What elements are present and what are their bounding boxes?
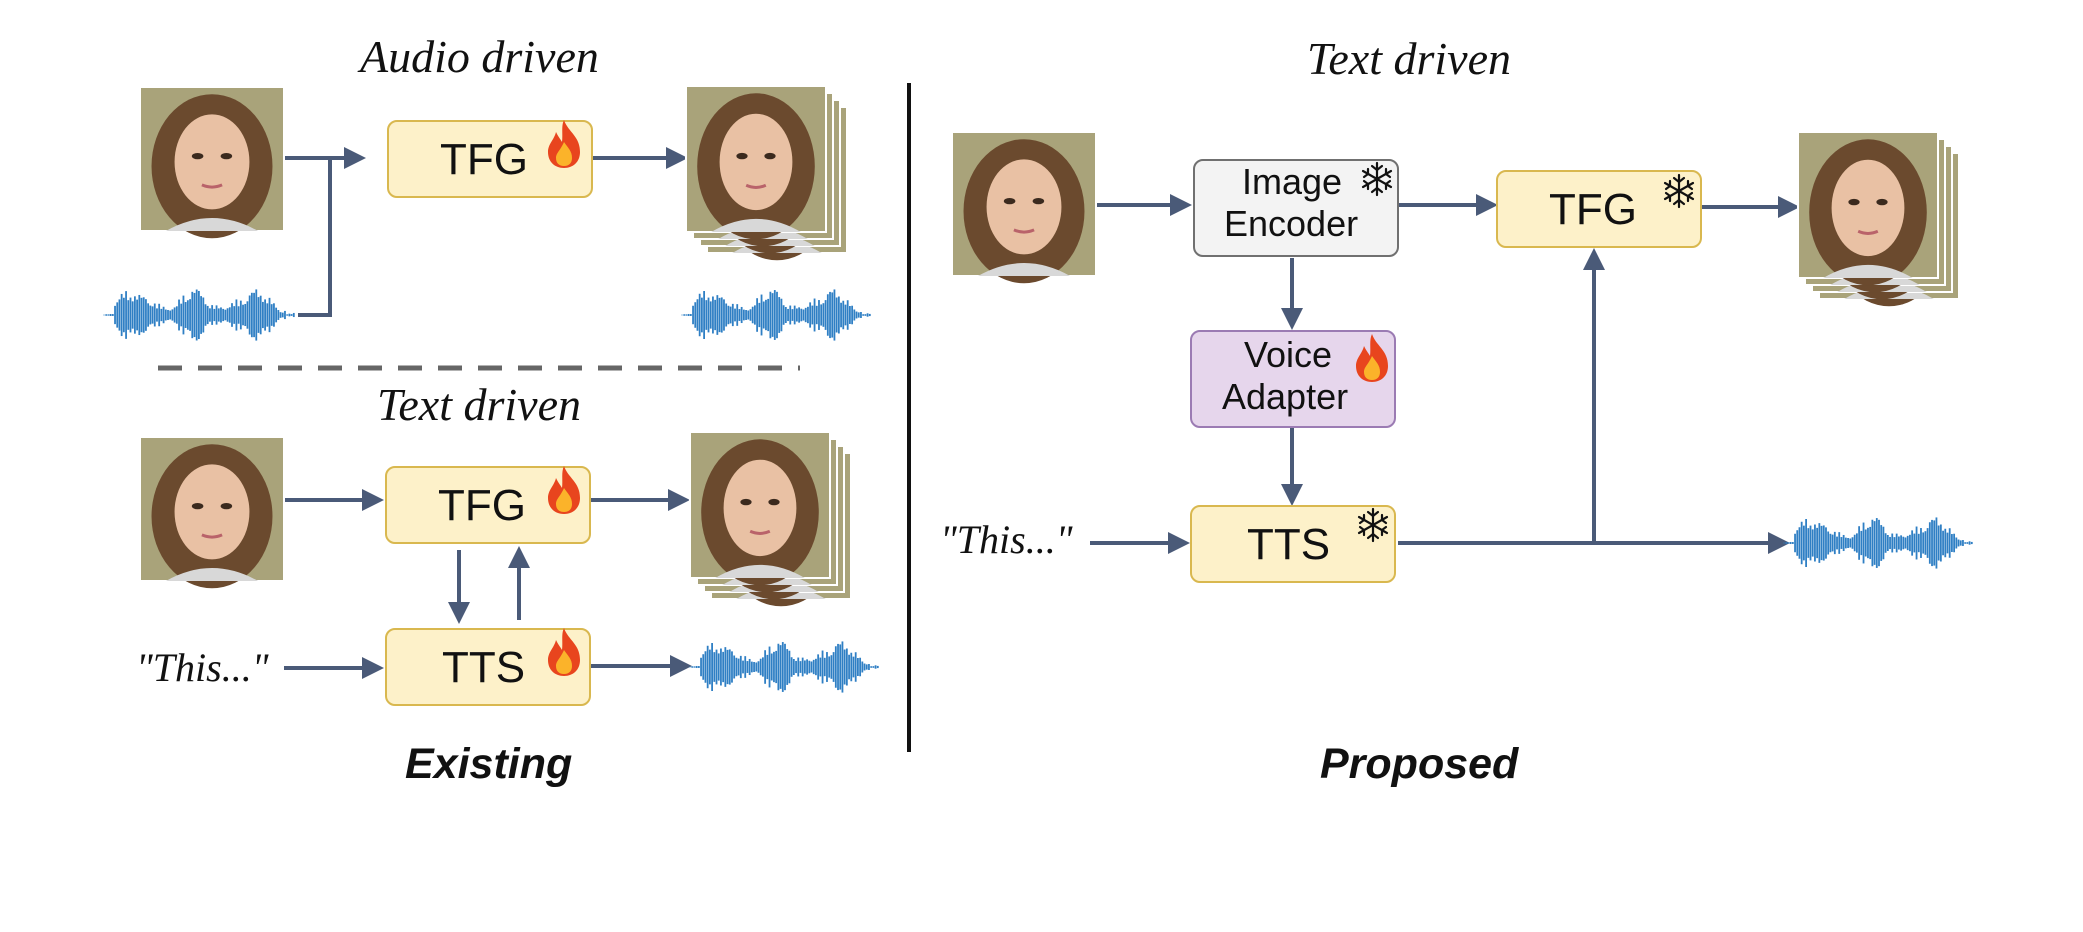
mouth-shape: [201, 533, 223, 539]
eye-shape: [191, 152, 204, 160]
tts-label: TTS: [1247, 520, 1331, 569]
tts-label: TTS: [442, 643, 526, 692]
eye-shape: [1032, 197, 1045, 205]
snowflake-icon: [1358, 160, 1396, 203]
eye-shape: [191, 502, 204, 510]
shoulder-shape: [165, 568, 259, 581]
label-proposed: Proposed: [1320, 740, 1519, 788]
face-shape: [1831, 159, 1905, 257]
mouth-shape: [1013, 228, 1035, 234]
voice-adapter-label-line1: Voice: [1244, 334, 1333, 375]
voice-adapter-label-line2: Adapter: [1222, 376, 1349, 417]
audio-waveform: [681, 289, 871, 341]
face-shape: [986, 159, 1062, 255]
fire-icon: [542, 464, 586, 521]
mouth-shape: [745, 183, 767, 189]
video-frames-stack: [1797, 131, 1960, 307]
eye-shape: [1003, 197, 1016, 205]
fire-icon: [1350, 332, 1394, 389]
video-frames-stack: [685, 85, 848, 261]
image-encoder-label-line1: Image: [1242, 161, 1343, 202]
tfg-module-proposed: [1496, 170, 1702, 248]
shoulder-shape: [977, 263, 1071, 276]
video-frames-stack: [689, 431, 852, 607]
eye-shape: [1876, 198, 1888, 206]
face-shape: [719, 113, 793, 211]
text-input-quote-existing: "This...": [136, 645, 269, 690]
face-shape: [723, 459, 797, 557]
tfg-label: TFG: [1549, 185, 1637, 234]
face-shape: [174, 464, 250, 560]
title-audio-driven: Audio driven: [360, 31, 599, 82]
arrow-audio-to-tfg: [298, 158, 332, 317]
fire-icon: [542, 626, 586, 683]
label-existing: Existing: [405, 740, 573, 788]
eye-shape: [220, 152, 233, 160]
eye-shape: [768, 498, 780, 506]
face-image: [139, 436, 285, 589]
face-image: [139, 86, 285, 239]
eye-shape: [220, 502, 233, 510]
tfg-label: TFG: [438, 481, 526, 530]
eye-shape: [736, 152, 748, 160]
eye-shape: [1848, 198, 1860, 206]
image-encoder-label-line2: Encoder: [1224, 203, 1359, 244]
shoulder-shape: [715, 564, 805, 578]
fire-icon: [542, 118, 586, 175]
eye-shape: [764, 152, 776, 160]
tts-module-existing: [385, 628, 591, 706]
tfg-label: TFG: [440, 135, 528, 184]
face-shape: [174, 114, 250, 210]
audio-waveform: [103, 289, 295, 341]
shoulder-shape: [165, 218, 259, 231]
text-input-quote-proposed: "This...": [940, 517, 1073, 562]
shoulder-shape: [1823, 264, 1913, 278]
title-text-driven-proposed: Text driven: [1307, 33, 1511, 84]
mouth-shape: [201, 183, 223, 189]
shoulder-shape: [711, 218, 801, 232]
eye-shape: [740, 498, 752, 506]
snowflake-icon: [1354, 506, 1392, 549]
mouth-shape: [749, 529, 771, 535]
voice-adapter-module: [1190, 330, 1396, 428]
audio-waveform: [689, 641, 879, 693]
audio-waveform: [1783, 517, 1973, 569]
snowflake-icon: [1660, 172, 1698, 215]
face-image: [951, 131, 1097, 284]
title-text-driven-existing: Text driven: [377, 379, 581, 430]
mouth-shape: [1857, 229, 1879, 235]
